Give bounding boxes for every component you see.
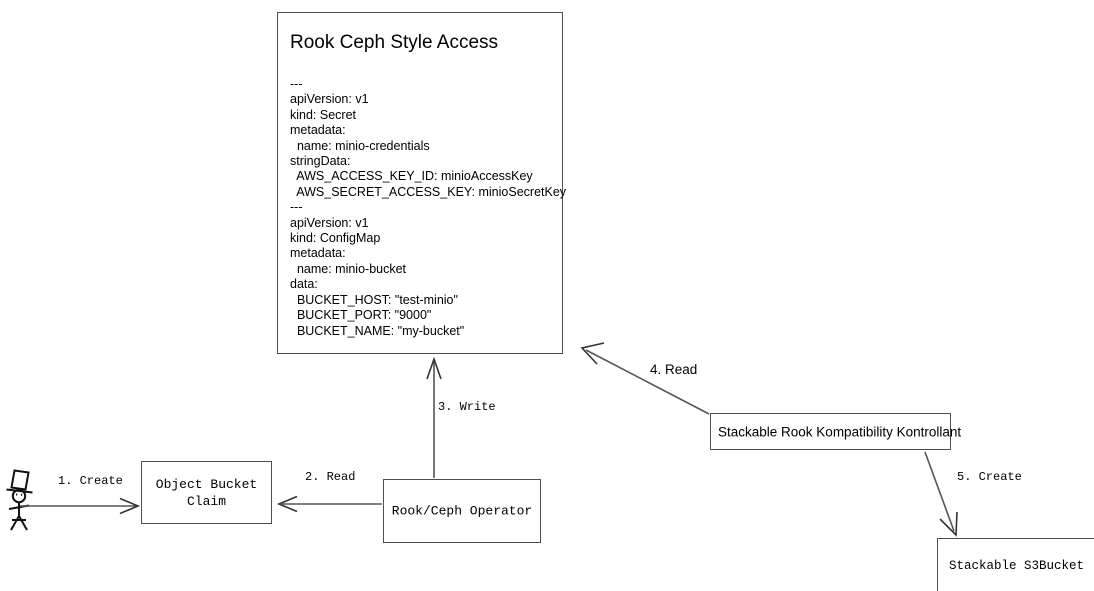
edge-label-write-3: 3. Write	[438, 400, 496, 414]
user-actor-stick-figure	[6, 469, 33, 531]
edge-create-5	[924, 451, 958, 537]
edge-label-read-4: 4. Read	[650, 362, 698, 377]
edge-label-read-2: 2. Read	[305, 470, 356, 484]
edge-read-2	[276, 495, 382, 513]
rook-ceph-style-access-title: Rook Ceph Style Access	[290, 32, 499, 53]
kontrollant-box: Stackable Rook Kompatibility Kontrollant	[710, 413, 961, 450]
edge-label-create-1: 1. Create	[58, 474, 123, 488]
edge-read-4	[580, 342, 710, 415]
edge-label-create-5: 5. Create	[957, 470, 1022, 484]
stackable-s3bucket-label: Stackable S3Bucket	[948, 558, 1085, 573]
rook-ceph-operator-box: Rook/Ceph Operator	[383, 479, 541, 543]
rook-ceph-operator-label: Rook/Ceph Operator	[391, 503, 533, 519]
rook-ceph-style-access-box: Rook Ceph Style Access --- apiVersion: v…	[277, 12, 567, 354]
stackable-s3bucket-box: Stackable S3Bucket	[937, 538, 1094, 591]
kontrollant-label: Stackable Rook Kompatibility Kontrollant	[718, 424, 962, 439]
rook-ceph-style-access-yaml: --- apiVersion: v1 kind: Secret metadata…	[290, 77, 567, 338]
edge-create-1	[20, 497, 141, 515]
object-bucket-claim-box: Object Bucket Claim	[141, 461, 272, 524]
edge-write-3	[426, 356, 442, 478]
object-bucket-claim-label: Object Bucket Claim	[155, 476, 258, 509]
